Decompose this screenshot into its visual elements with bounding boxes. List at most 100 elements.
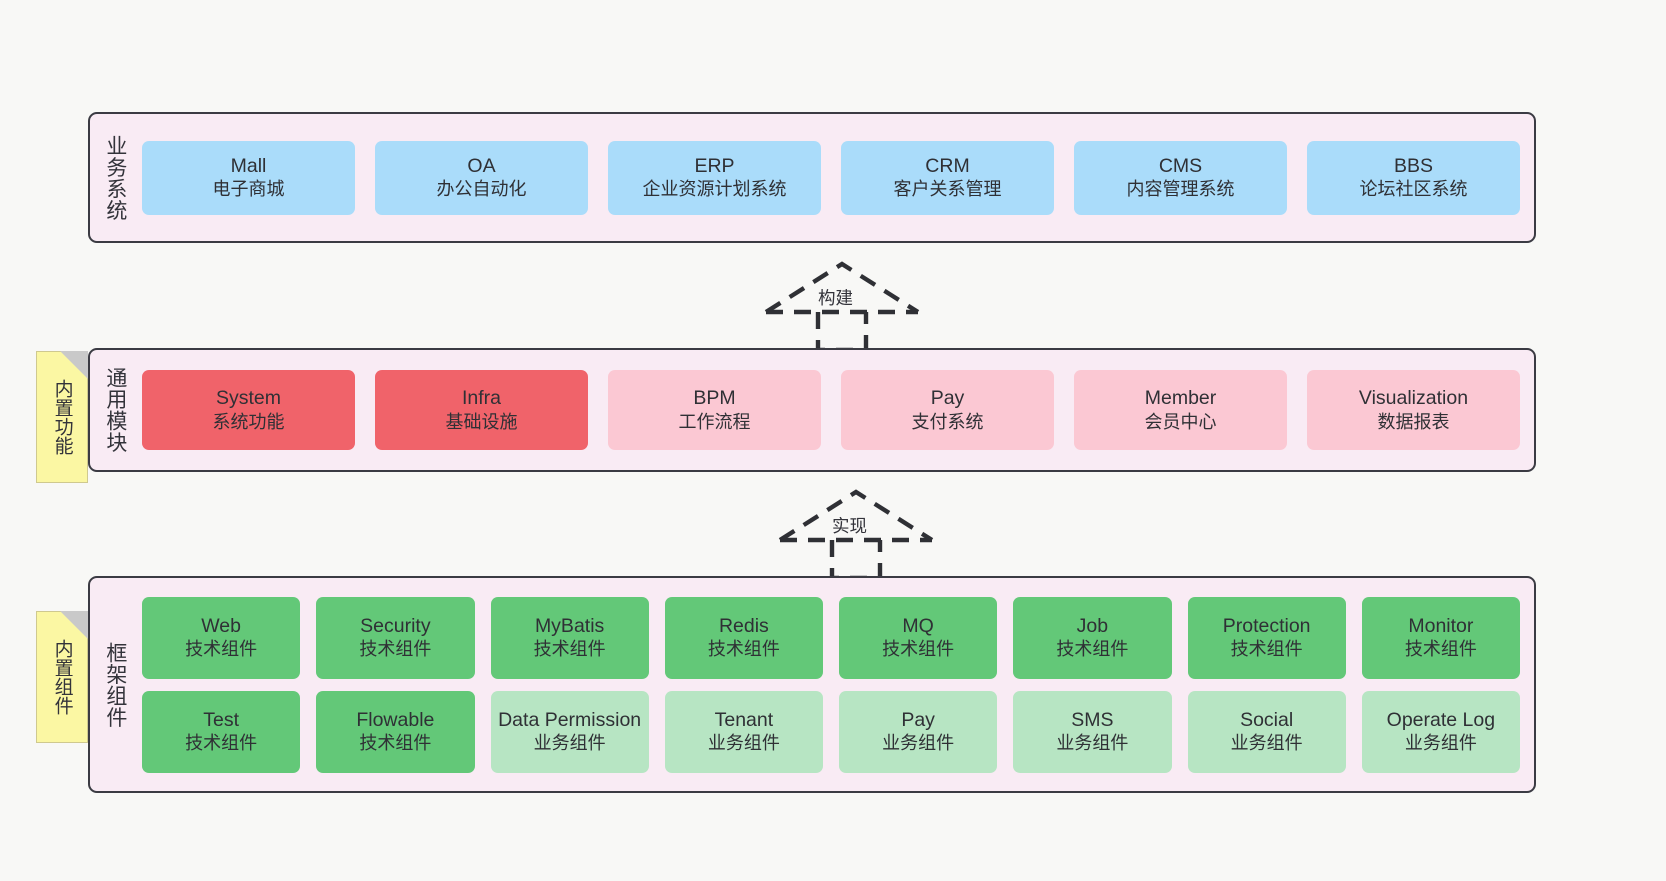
box-subtitle: 技术组件 <box>533 639 606 660</box>
module-box-pay[interactable]: Pay 支付系统 <box>841 370 1054 450</box>
box-subtitle: 会员中心 <box>1144 411 1217 432</box>
framework-box-social[interactable]: Social 业务组件 <box>1187 690 1346 773</box>
box-title: Member <box>1144 387 1217 409</box>
framework-box-web[interactable]: Web 技术组件 <box>142 596 301 679</box>
framework-row-business: Test 技术组件 Flowable 技术组件 Data Permission … <box>142 690 1520 773</box>
box-title: Monitor <box>1408 614 1474 637</box>
box-subtitle: 企业资源计划系统 <box>642 179 787 200</box>
generalization-arrow-build: 构建 <box>752 258 932 353</box>
sticky-note-builtin-component: 内置组件 <box>36 611 88 743</box>
layer-framework-title: 框架组件 <box>103 641 127 728</box>
box-subtitle: 技术组件 <box>1404 639 1477 660</box>
box-title: Infra <box>461 387 502 409</box>
business-row: Mall 电子商城 OA 办公自动化 ERP 企业资源计划系统 CRM 客户关系… <box>142 140 1520 215</box>
box-title: Protection <box>1222 614 1311 637</box>
box-subtitle: 电子商城 <box>212 179 285 200</box>
box-title: Mall <box>230 154 267 177</box>
module-box-infra[interactable]: Infra 基础设施 <box>375 370 588 450</box>
box-subtitle: 业务组件 <box>1230 733 1303 754</box>
box-subtitle: 技术组件 <box>1056 639 1129 660</box>
layer-modules-title: 通用模块 <box>103 367 127 453</box>
framework-box-monitor[interactable]: Monitor 技术组件 <box>1361 596 1520 679</box>
box-subtitle: 技术组件 <box>882 639 955 660</box>
box-title: Tenant <box>714 708 774 731</box>
sticky-label: 内置组件 <box>51 639 73 715</box>
framework-box-protection[interactable]: Protection 技术组件 <box>1187 596 1346 679</box>
framework-box-mq[interactable]: MQ 技术组件 <box>839 596 998 679</box>
box-subtitle: 业务组件 <box>1404 733 1477 754</box>
box-title: Visualization <box>1358 387 1469 409</box>
box-subtitle: 论坛社区系统 <box>1359 179 1468 200</box>
layer-framework-body: Web 技术组件 Security 技术组件 MyBatis 技术组件 Redi… <box>132 588 1520 781</box>
box-title: CMS <box>1158 154 1203 177</box>
framework-box-mybatis[interactable]: MyBatis 技术组件 <box>490 596 649 679</box>
layer-modules-body: System 系统功能 Infra 基础设施 BPM 工作流程 Pay 支付系统… <box>132 360 1520 460</box>
module-box-visualization[interactable]: Visualization 数据报表 <box>1307 370 1520 450</box>
box-title: MyBatis <box>534 614 605 637</box>
business-box-cms[interactable]: CMS 内容管理系统 <box>1074 140 1287 215</box>
arrow-build-label: 构建 <box>818 288 853 308</box>
box-title: CRM <box>925 154 970 177</box>
framework-box-redis[interactable]: Redis 技术组件 <box>664 596 823 679</box>
layer-framework-components: 框架组件 Web 技术组件 Security 技术组件 MyBatis 技术组件… <box>88 576 1536 793</box>
generalization-arrow-implement: 实现 <box>766 486 946 581</box>
box-subtitle: 技术组件 <box>1230 639 1303 660</box>
box-subtitle: 技术组件 <box>359 733 432 754</box>
business-box-crm[interactable]: CRM 客户关系管理 <box>841 140 1054 215</box>
module-box-member[interactable]: Member 会员中心 <box>1074 370 1287 450</box>
box-title: Job <box>1076 614 1109 637</box>
business-box-bbs[interactable]: BBS 论坛社区系统 <box>1307 140 1520 215</box>
box-subtitle: 基础设施 <box>445 411 518 432</box>
box-subtitle: 办公自动化 <box>436 179 527 200</box>
framework-box-operate-log[interactable]: Operate Log 业务组件 <box>1361 690 1520 773</box>
module-box-bpm[interactable]: BPM 工作流程 <box>608 370 821 450</box>
layer-business-title: 业务系统 <box>103 134 127 221</box>
box-title: Operate Log <box>1386 708 1496 731</box>
box-subtitle: 工作流程 <box>678 411 751 432</box>
box-subtitle: 系统功能 <box>212 411 285 432</box>
box-title: OA <box>467 154 496 177</box>
sticky-label: 内置功能 <box>51 379 73 455</box>
box-subtitle: 业务组件 <box>1056 733 1129 754</box>
layer-business-systems: 业务系统 Mall 电子商城 OA 办公自动化 ERP 企业资源计划系统 CRM… <box>88 112 1536 243</box>
framework-box-pay[interactable]: Pay 业务组件 <box>839 690 998 773</box>
box-subtitle: 技术组件 <box>185 639 258 660</box>
box-subtitle: 数据报表 <box>1377 411 1450 432</box>
box-subtitle: 技术组件 <box>359 639 432 660</box>
box-title: ERP <box>694 154 735 177</box>
box-title: BBS <box>1393 154 1434 177</box>
box-subtitle: 业务组件 <box>707 733 780 754</box>
framework-box-sms[interactable]: SMS 业务组件 <box>1013 690 1172 773</box>
framework-box-security[interactable]: Security 技术组件 <box>316 596 475 679</box>
box-title: Pay <box>901 708 935 731</box>
framework-box-tenant[interactable]: Tenant 业务组件 <box>664 690 823 773</box>
arrow-implement-label: 实现 <box>832 516 867 536</box>
framework-box-data-permission[interactable]: Data Permission 业务组件 <box>490 690 649 773</box>
box-title: Pay <box>930 387 965 409</box>
box-title: BPM <box>693 387 736 409</box>
layer-common-modules: 通用模块 System 系统功能 Infra 基础设施 BPM 工作流程 Pay… <box>88 348 1536 472</box>
business-box-erp[interactable]: ERP 企业资源计划系统 <box>608 140 821 215</box>
box-title: System <box>215 387 281 409</box>
box-subtitle: 内容管理系统 <box>1126 179 1235 200</box>
business-box-mall[interactable]: Mall 电子商城 <box>142 140 355 215</box>
framework-box-job[interactable]: Job 技术组件 <box>1013 596 1172 679</box>
box-title: Redis <box>718 614 769 637</box>
sticky-note-builtin-function: 内置功能 <box>36 351 88 483</box>
box-subtitle: 技术组件 <box>185 733 258 754</box>
framework-row-technical: Web 技术组件 Security 技术组件 MyBatis 技术组件 Redi… <box>142 596 1520 679</box>
box-subtitle: 支付系统 <box>911 411 984 432</box>
business-box-oa[interactable]: OA 办公自动化 <box>375 140 588 215</box>
box-title: MQ <box>902 614 934 637</box>
box-title: Test <box>203 708 239 731</box>
box-title: Flowable <box>356 708 435 731</box>
framework-box-test[interactable]: Test 技术组件 <box>142 690 301 773</box>
box-title: SMS <box>1071 708 1114 731</box>
box-title: Security <box>360 614 431 637</box>
box-title: Web <box>201 614 241 637</box>
framework-box-flowable[interactable]: Flowable 技术组件 <box>316 690 475 773</box>
box-title: Data Permission <box>498 708 642 731</box>
module-box-system[interactable]: System 系统功能 <box>142 370 355 450</box>
box-subtitle: 业务组件 <box>882 733 955 754</box>
